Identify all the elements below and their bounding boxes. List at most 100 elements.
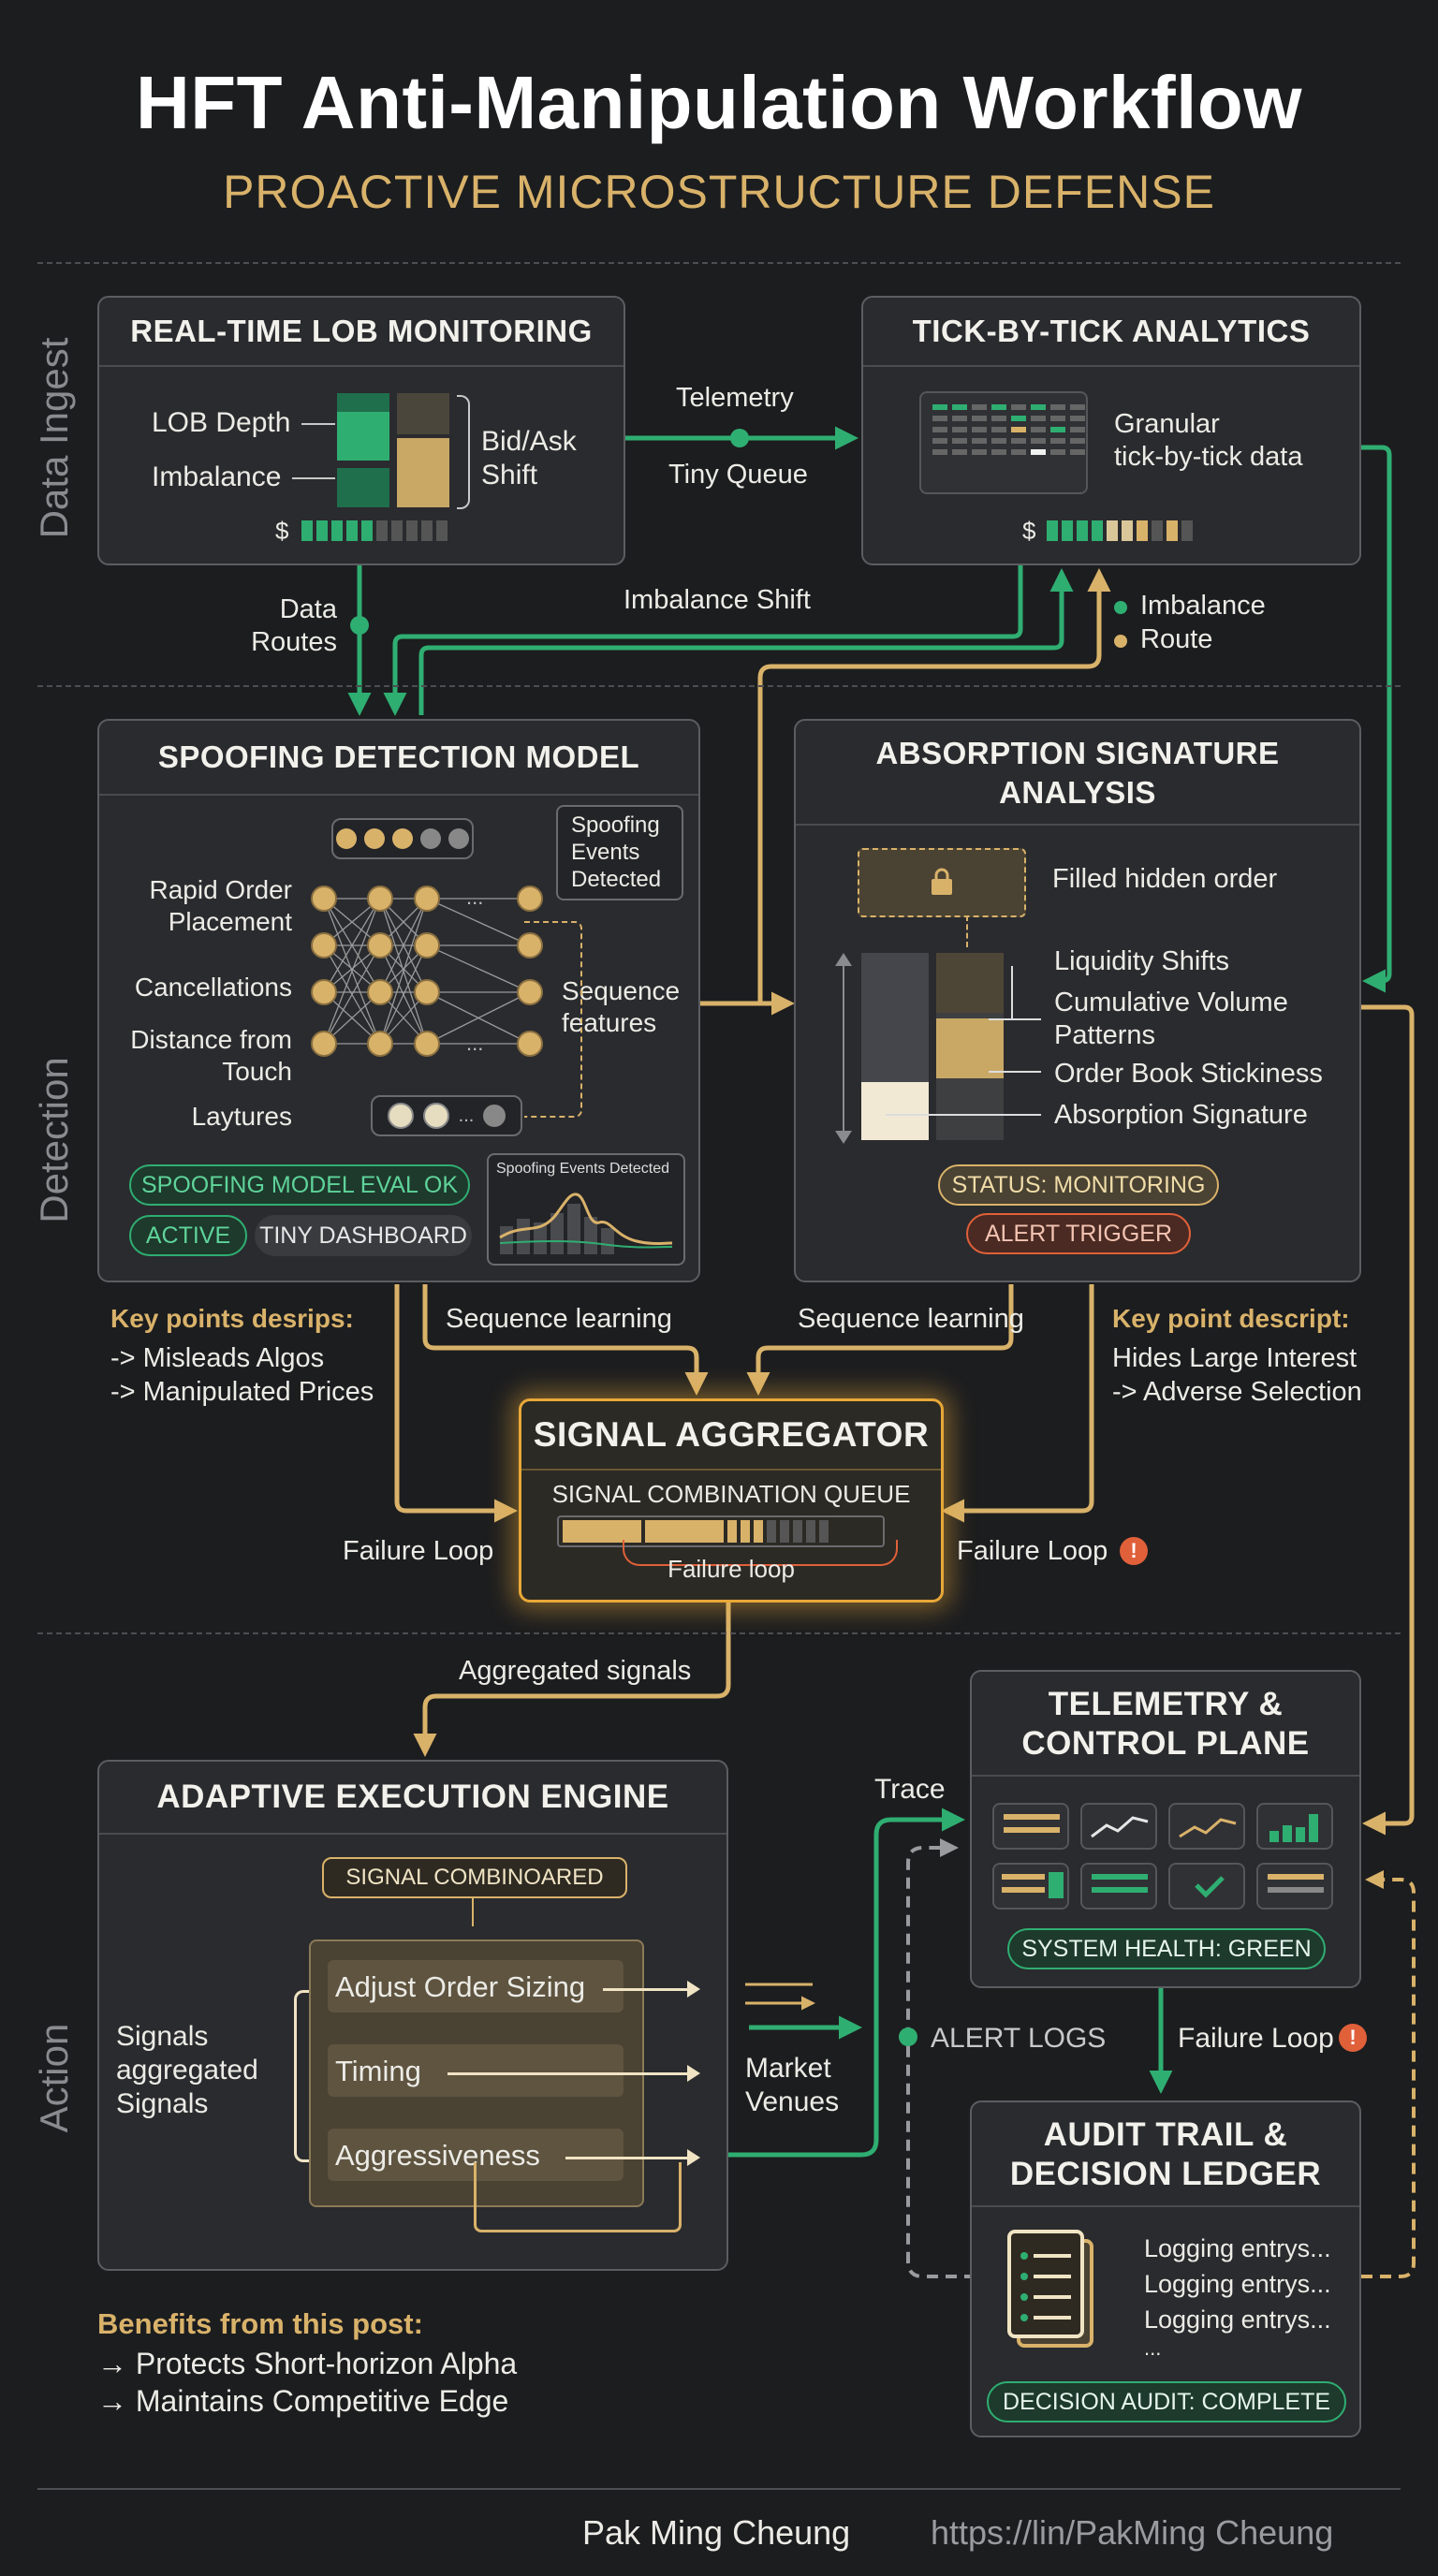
link-imbalance-shift (383, 565, 1023, 716)
audit-trail-panel: AUDIT TRAIL & DECISION LEDGER Logging en… (970, 2100, 1361, 2437)
section-action: Action (32, 2023, 76, 2133)
imbalance-legend-dot (1114, 601, 1127, 614)
footer-author: Pak Ming Cheung (582, 2513, 851, 2552)
trace-label: Trace (874, 1774, 946, 1805)
benefits-heading: Benefits from this post: (97, 2307, 423, 2340)
audit-entry-more: ... (1144, 2336, 1162, 2360)
aggregated-signals-label: Aggregated signals (459, 1656, 692, 1686)
audit-entry-1: Logging entrys... (1144, 2234, 1331, 2262)
label-connector-2 (989, 1018, 1041, 1020)
label-liquidity-shifts: Liquidity Shifts (1054, 946, 1229, 976)
mini-chart-title: Spoofing Events Detected (496, 1161, 670, 1177)
spoofing-model-title: SPOOFING DETECTION MODEL (99, 721, 698, 796)
route-legend-dot (1114, 635, 1127, 648)
volume-range-arrow-top (835, 953, 852, 966)
divider-ingest-detection (37, 685, 1401, 687)
input-rapid-order: Rapid Order Placement (149, 875, 292, 936)
engine-inputs-label: Signals aggregated Signals (116, 2021, 258, 2119)
input-laytures: Laytures (191, 1102, 292, 1131)
label-order-book-stickiness: Order Book Stickiness (1054, 1059, 1323, 1089)
sequence-feedback-arrow (524, 921, 582, 1118)
absorption-bar-left (861, 953, 929, 1140)
failure-loop-left-label: Failure Loop (343, 1536, 494, 1566)
arrowhead-1 (687, 1981, 700, 1998)
benefit-item-1: → Protects Short-horizon Alpha (97, 2347, 518, 2380)
tick-progress-bar (1047, 520, 1193, 541)
link-data-routes-dot (350, 616, 369, 635)
volume-range-arrow (843, 959, 844, 1136)
lob-monitoring-panel: REAL-TIME LOB MONITORING LOB Depth Imbal… (97, 296, 625, 565)
alert-logs-label: ALERT LOGS (931, 2023, 1107, 2054)
tag-arrow (472, 1898, 474, 1926)
alert-trigger-button[interactable]: ALERT TRIGGER (966, 1213, 1191, 1254)
arrowhead-3 (687, 2149, 700, 2166)
link-market-chevrons (745, 1983, 813, 2003)
label-connector-5 (1011, 966, 1043, 1018)
link-alert-logs (906, 1838, 976, 2278)
input-distance-touch: Distance from Touch (130, 1025, 292, 1086)
signal-combined-tag: SIGNAL COMBINOARED (322, 1857, 627, 1898)
link-imbalance-shift-2 (418, 568, 1074, 715)
telemetry-label: Telemetry (676, 383, 794, 413)
audit-entry-3: Logging entrys... (1144, 2305, 1331, 2334)
order-sizing-arrow (603, 1988, 687, 1991)
output-layer (331, 818, 474, 859)
tick-analytics-panel: TICK-BY-TICK ANALYTICS Granular tick-by-… (861, 296, 1361, 565)
imbalance-shift-label: Imbalance Shift (624, 585, 811, 615)
tiny-queue-label: Tiny Queue (668, 460, 808, 490)
widget-line-chart-2 (1168, 1803, 1245, 1850)
benefit-item-2: → Maintains Competitive Edge (97, 2384, 509, 2418)
failure-alert-icon: ! (1120, 1537, 1148, 1565)
option-timing[interactable] (328, 2044, 624, 2097)
tick-grid-cells (932, 404, 1085, 455)
link-aggregated (413, 1599, 731, 1757)
neural-network-diagram: ... ... (311, 886, 543, 1057)
option-order-sizing-label: Adjust Order Sizing (335, 1970, 586, 2003)
lob-progress-bar (301, 520, 448, 541)
keypoints-left-item-1: -> Misleads Algos (110, 1343, 325, 1373)
link-trace (726, 1808, 965, 2158)
spoofing-events-box: Spoofing Events Detected (556, 805, 683, 900)
link-alert-logs-dot (899, 2027, 917, 2046)
label-absorption-signature: Absorption Signature (1054, 1100, 1308, 1130)
control-plane-panel: TELEMETRY & CONTROL PLANE SYSTEM HEALTH:… (970, 1670, 1361, 1988)
link-absorption-control (1357, 1004, 1415, 1836)
spoofing-model-panel: SPOOFING DETECTION MODEL Spoofing Events… (97, 719, 700, 1282)
link-audit-loop (1361, 1870, 1416, 2278)
widget-bar-chart (1256, 1803, 1333, 1850)
label-connector-4 (886, 1114, 1041, 1116)
failure-loop-control-label: Failure Loop (1178, 2023, 1334, 2054)
timing-arrow (448, 2072, 687, 2075)
engine-feedback-loop (474, 2162, 682, 2232)
lob-depth-chart (337, 393, 449, 507)
imbalance-label: Imbalance (152, 461, 282, 492)
signal-queue-bar (557, 1515, 885, 1547)
decision-audit-badge: DECISION AUDIT: COMPLETE (987, 2381, 1346, 2422)
svg-text:...: ... (466, 886, 483, 909)
signal-aggregator-title: SIGNAL AGGREGATOR (521, 1401, 941, 1471)
keypoints-right-item-2: -> Adverse Selection (1112, 1377, 1362, 1407)
widget-table-2 (992, 1863, 1069, 1910)
imbalance-legend-label: Imbalance (1140, 591, 1266, 621)
audit-entry-2: Logging entrys... (1144, 2270, 1331, 2298)
bid-ask-brace (457, 395, 470, 509)
failure-loop-right-label: Failure Loop (957, 1536, 1108, 1566)
option-order-sizing[interactable] (328, 1960, 624, 2012)
absorption-bar-right (936, 953, 1004, 1140)
tiny-dashboard-badge[interactable]: TINY DASHBOARD (255, 1215, 472, 1256)
hidden-order-label: Filled hidden order (1052, 864, 1278, 894)
engine-input-bracket (294, 1990, 312, 2162)
audit-trail-title: AUDIT TRAIL & DECISION LEDGER (972, 2102, 1359, 2207)
absorption-panel: ABSORPTION SIGNATURE ANALYSIS Filled hid… (794, 719, 1361, 1282)
signal-aggregator-panel: SIGNAL AGGREGATOR SIGNAL COMBINATION QUE… (519, 1398, 944, 1603)
absorption-title: ABSORPTION SIGNATURE ANALYSIS (796, 721, 1359, 826)
route-legend-label: Route (1140, 624, 1213, 654)
footer-url[interactable]: https://lin/PakMing Cheung (931, 2513, 1334, 2552)
spoofing-events-text: Spoofing Events Detected (571, 812, 662, 892)
bid-ask-shift-label: Bid/Ask Shift (481, 426, 577, 490)
status-monitoring-badge: STATUS: MONITORING (938, 1164, 1219, 1206)
aggressiveness-arrow (565, 2157, 687, 2159)
link-telemetry-dot (730, 429, 749, 447)
execution-engine-title: ADAPTIVE EXECUTION ENGINE (99, 1762, 726, 1835)
